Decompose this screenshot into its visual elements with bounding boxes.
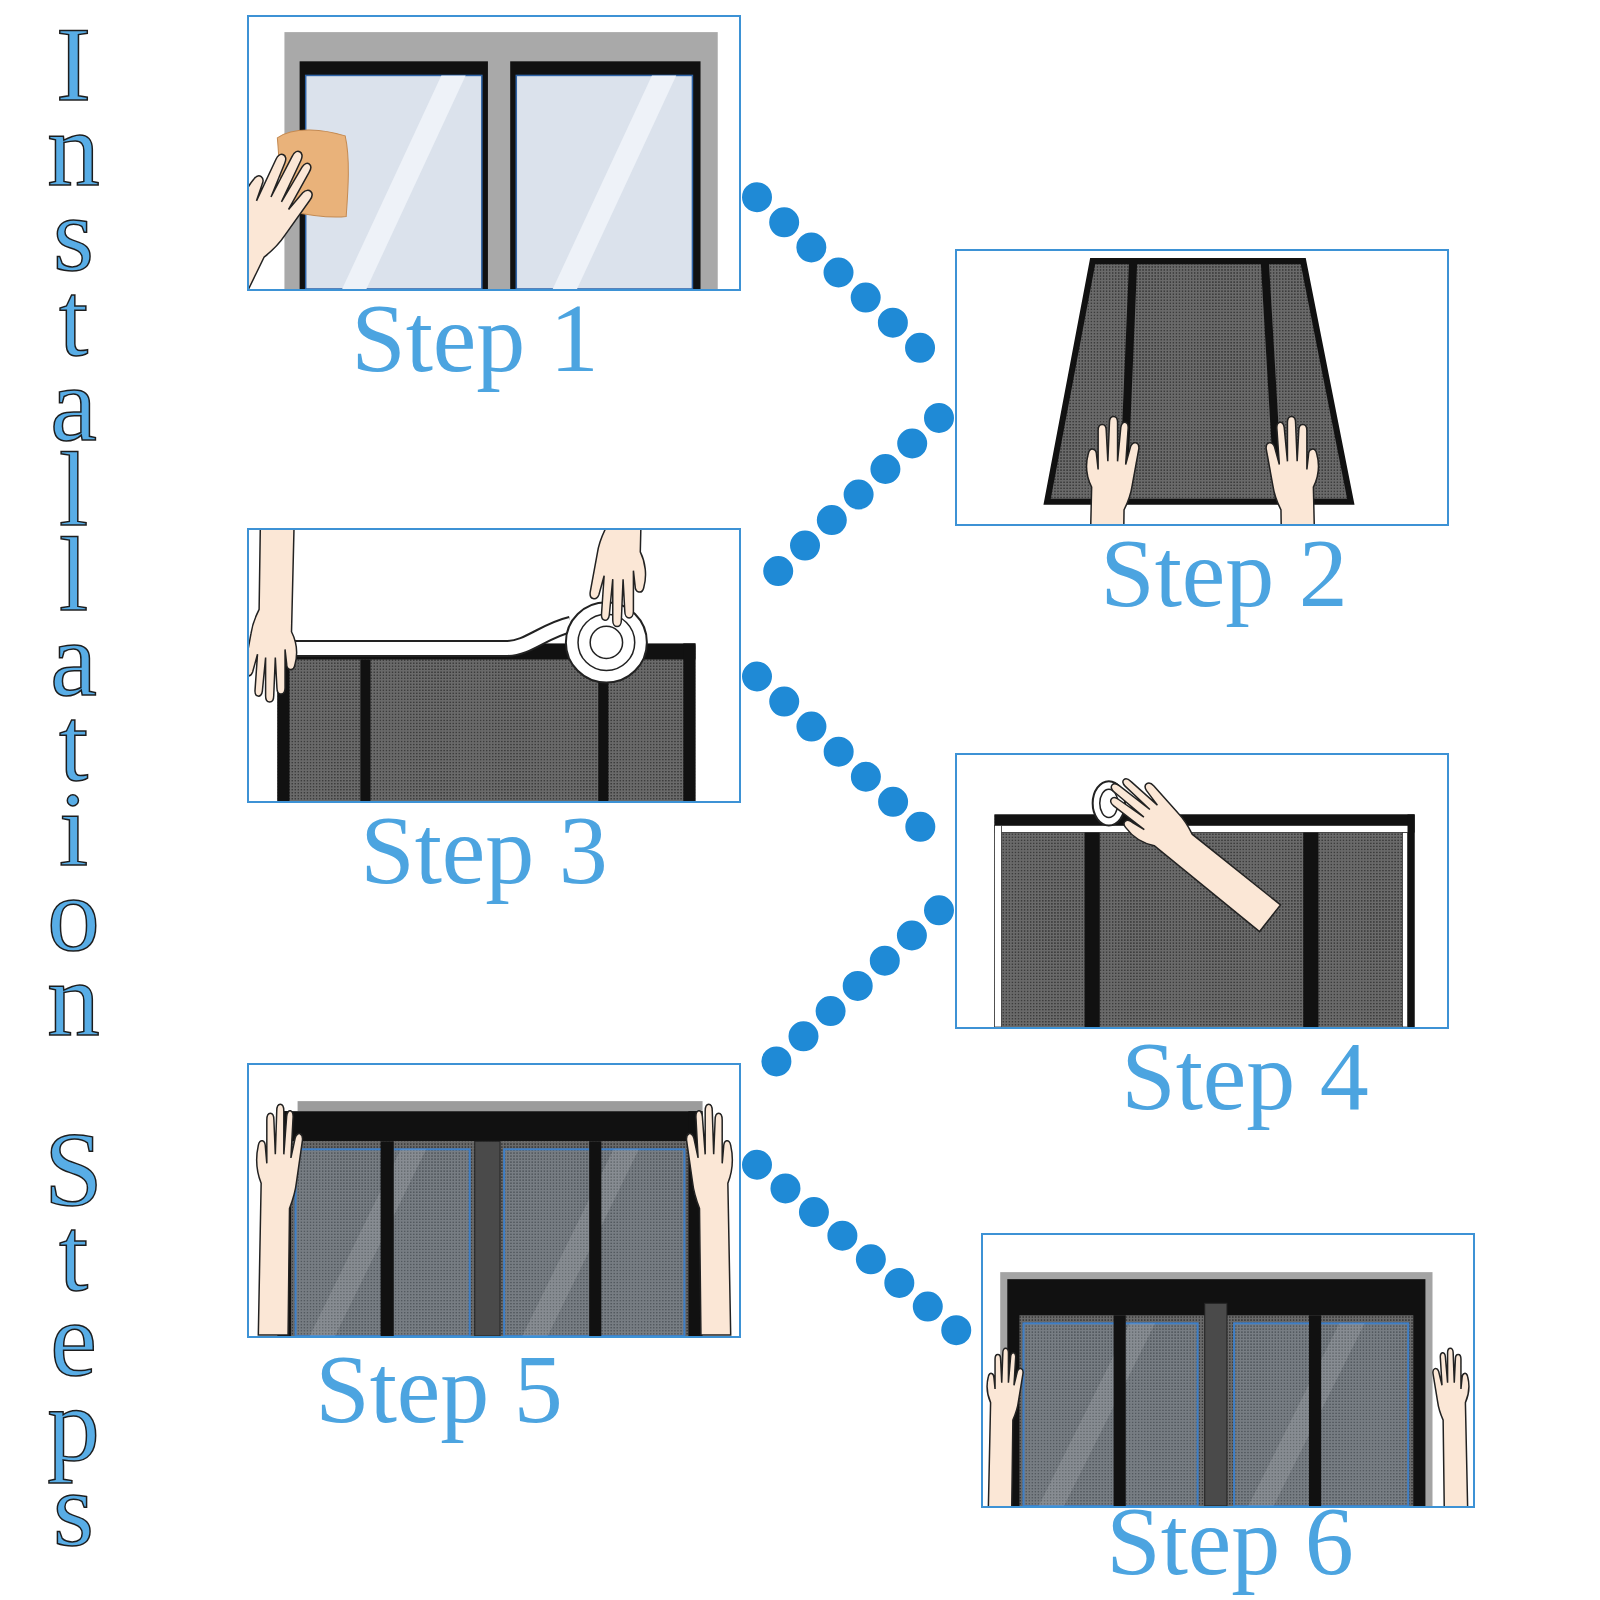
hand	[1095, 765, 1290, 933]
screen-strip	[1309, 1315, 1321, 1506]
step-panel: Step 2	[955, 249, 1449, 526]
step-panel: Step 1	[247, 15, 741, 291]
step-label: Step 4	[1121, 1027, 1369, 1125]
step-label: Step 3	[360, 801, 608, 899]
tape-outline	[254, 624, 571, 648]
window-sash	[510, 61, 700, 289]
dotted-connector	[757, 418, 939, 591]
screen-frame-side	[683, 643, 695, 801]
hand	[249, 138, 327, 289]
glass-glare	[1039, 1323, 1155, 1506]
hand	[1087, 416, 1139, 524]
glass-glare	[310, 1149, 426, 1336]
window-frame	[1000, 1272, 1432, 1506]
screen-strip	[360, 659, 370, 801]
step-panel: Step 5	[247, 1063, 741, 1338]
step-label: Step 1	[351, 289, 599, 387]
tape-frame-illustration	[957, 755, 1447, 1027]
window-glass	[1023, 1323, 1197, 1506]
window-frame	[298, 1101, 703, 1111]
window-cleaning-illustration	[249, 17, 739, 289]
tape	[254, 624, 571, 648]
dotted-connector	[757, 197, 939, 365]
hand	[1433, 1348, 1469, 1506]
dotted-connector	[757, 910, 939, 1079]
screen-frame-top	[994, 814, 1414, 832]
center-strip	[1205, 1303, 1227, 1506]
screen-strip	[589, 1141, 601, 1336]
hand	[1266, 416, 1318, 524]
hand	[257, 1104, 303, 1335]
screen-frame	[1007, 1279, 1425, 1506]
mesh-screen	[292, 1141, 691, 1336]
screen-frame-top	[277, 1111, 702, 1141]
glass-glare	[522, 1149, 638, 1336]
screen-pressing-illustration	[983, 1235, 1473, 1506]
dotted-connector	[757, 677, 939, 845]
center-strip	[475, 1141, 500, 1336]
hand	[249, 530, 296, 702]
screen-unfold-illustration	[957, 251, 1447, 524]
screen-strip	[381, 1141, 394, 1336]
tape-applying-illustration	[249, 530, 739, 801]
window-frame	[284, 32, 717, 289]
tape-roll-core	[590, 626, 622, 658]
screen-mounting-illustration	[249, 1065, 739, 1336]
glass-glare	[1248, 1323, 1364, 1506]
step-label: Step 5	[315, 1340, 563, 1438]
vertical-title: Installation Steps	[10, 22, 136, 1552]
hand	[987, 1348, 1023, 1506]
screen-strip	[1114, 1315, 1126, 1506]
glass-glare	[342, 75, 466, 289]
tape	[994, 826, 1001, 1027]
tape-roll-inner	[578, 614, 635, 670]
dotted-connector	[757, 1165, 965, 1338]
step-panel: Step 4	[955, 753, 1449, 1029]
hand	[687, 1104, 733, 1335]
hand	[590, 530, 645, 627]
window-glass	[516, 75, 692, 289]
screen-frame-side	[1408, 814, 1415, 1027]
tape	[1402, 833, 1407, 1027]
step-label: Step 6	[1106, 1492, 1354, 1590]
screen-strip	[1303, 833, 1318, 1027]
glass-glare	[553, 75, 677, 289]
step-label: Step 2	[1100, 524, 1348, 622]
screen-strip	[1085, 833, 1100, 1027]
step-panel: Step 3	[247, 528, 741, 803]
step-panel: Step 6	[981, 1233, 1475, 1508]
tape	[994, 826, 1411, 833]
